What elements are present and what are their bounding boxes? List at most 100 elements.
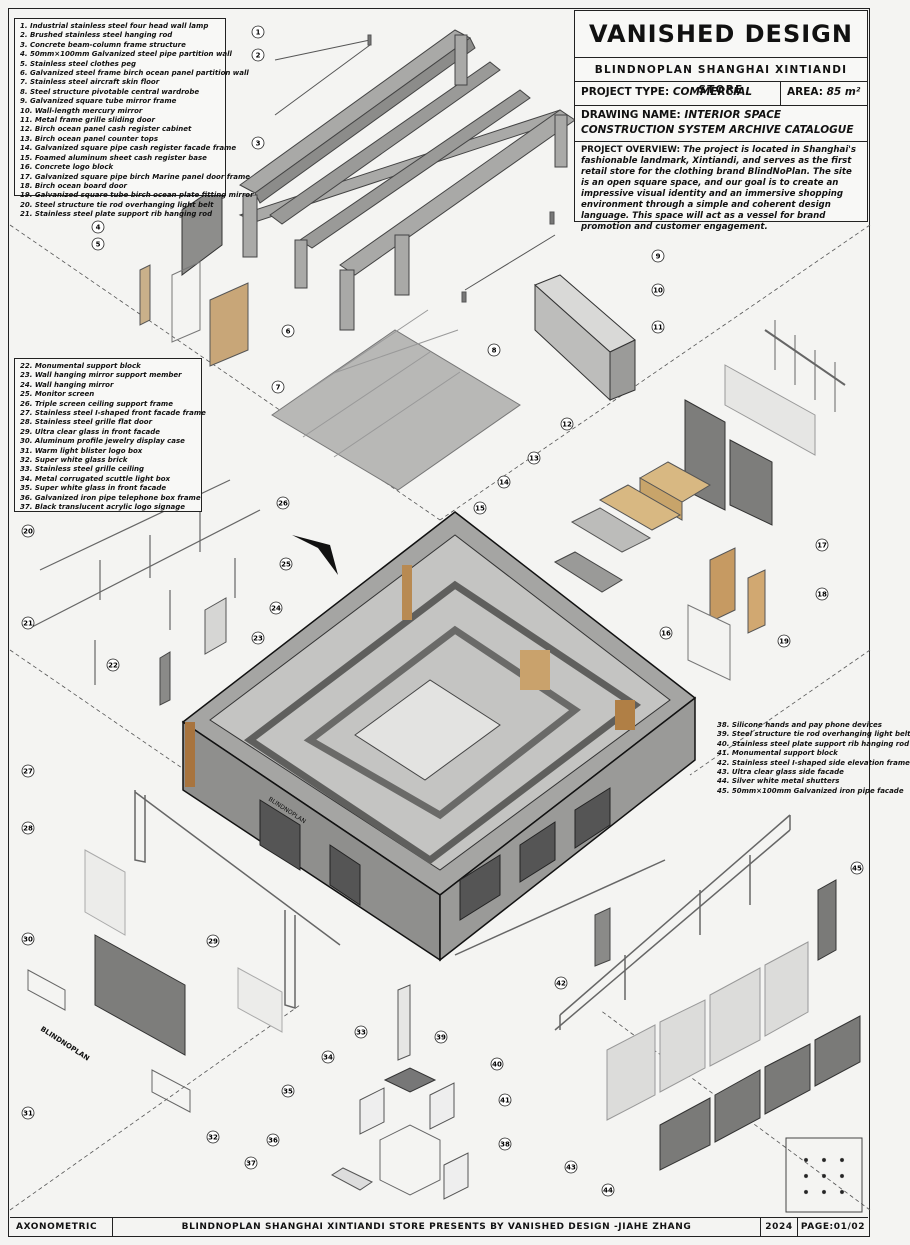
- callout-circle: [487, 343, 501, 357]
- callout-number: 7: [276, 383, 281, 391]
- legend-item: 27. Stainless steel I-shaped front facad…: [20, 409, 206, 418]
- store-axonometric: BLINDNOPLAN: [181, 511, 697, 962]
- callout-number: 31: [23, 1109, 33, 1117]
- legend-item: 31. Warm light blister logo box: [20, 446, 143, 455]
- callout-number: 30: [23, 935, 33, 943]
- callout-circle: [659, 626, 673, 640]
- legend-item: 2. Brushed stainless steel hanging rod: [20, 31, 173, 40]
- callout-number: 17: [817, 541, 827, 549]
- legend-block-3: 38. Silicone hands and pay phone devices…: [712, 718, 910, 798]
- callout-circle: [498, 1137, 512, 1151]
- callout-circle: [560, 417, 574, 431]
- legend-item: 36. Galvanized iron pipe telephone box f…: [20, 493, 201, 502]
- callout-circle: [21, 764, 35, 778]
- drawing-frame: [8, 8, 870, 1237]
- project-overview: PROJECT OVERVIEW: The project is located…: [581, 145, 857, 232]
- callout-circle: [527, 451, 541, 465]
- callout-circle: [554, 976, 568, 990]
- central-wardrobe: [534, 274, 636, 402]
- legend-item: 35. Super white glass in front facade: [20, 484, 167, 493]
- callout-circle: [473, 501, 487, 515]
- side-glass: [606, 941, 809, 1121]
- callout-circle: [498, 1093, 512, 1107]
- callout-number: 40: [492, 1060, 502, 1068]
- cash-register: [553, 461, 712, 593]
- callout-circle: [251, 25, 265, 39]
- view-label: AXONOMETRIC: [10, 1218, 113, 1236]
- callout-circle: [279, 557, 293, 571]
- callout-circle: [276, 496, 290, 510]
- legend-item: 7. Stainless steel aircraft skin floor: [20, 78, 160, 87]
- legend-item: 38. Silicone hands and pay phone devices: [717, 721, 882, 729]
- mirror-assembly: [684, 320, 846, 526]
- legend-item: 28. Stainless steel grille flat door: [20, 418, 153, 427]
- callout-number: 22: [108, 661, 118, 669]
- callout-circle: [271, 380, 285, 394]
- legend-item: 9. Galvanized square tube mirror frame: [20, 97, 177, 106]
- telephone-box: [331, 984, 469, 1200]
- callout-number: 34: [323, 1053, 333, 1061]
- legend-item: 19. Galvanized square tube birch ocean p…: [20, 191, 254, 200]
- callout-circle: [21, 1106, 35, 1120]
- callout-number: 24: [271, 604, 281, 612]
- monitor-screen: [292, 535, 338, 575]
- legend-item: 26. Triple screen ceiling support frame: [20, 399, 173, 408]
- support-block-2: [594, 907, 611, 967]
- legend-item: 16. Concrete logo block: [20, 163, 114, 172]
- callout-number: 33: [356, 1028, 366, 1036]
- front-glass: [237, 967, 283, 1033]
- jewelry-case-1: [27, 969, 66, 1011]
- callout-number: 9: [656, 252, 661, 260]
- callout-number: 2: [256, 51, 261, 59]
- legend-item: 5. Stainless steel clothes peg: [20, 59, 137, 68]
- callout-circle: [564, 1160, 578, 1174]
- callout-number: 36: [268, 1136, 278, 1144]
- callout-number: 18: [817, 590, 827, 598]
- callout-number: 45: [852, 864, 862, 872]
- area: AREA: 85 m²: [787, 86, 861, 98]
- legend-item: 3. Concrete beam-column frame structure: [20, 40, 186, 49]
- callout-circle: [651, 320, 665, 334]
- callout-circle: [281, 324, 295, 338]
- brand-title: VANISHED DESIGN: [575, 11, 867, 58]
- callout-circle: [206, 934, 220, 948]
- callout-number: 39: [436, 1033, 446, 1041]
- plan-thumbnail: [785, 1137, 863, 1213]
- legend-item: 6. Galvanized steel frame birch ocean pa…: [20, 69, 249, 78]
- callout-number: 4: [96, 223, 101, 231]
- callout-number: 42: [556, 979, 566, 987]
- wall-mirror: [204, 597, 227, 655]
- legend-item: 25. Monitor screen: [20, 390, 95, 399]
- callout-number: 37: [246, 1159, 256, 1167]
- legend-item: 20. Steel structure tie rod overhanging …: [20, 200, 214, 209]
- callout-number: 1: [256, 28, 261, 36]
- callout-circle: [21, 932, 35, 946]
- callout-number: 32: [208, 1133, 218, 1141]
- legend-item: 44. Silver white metal shutters: [717, 777, 840, 786]
- callout-number: 10: [653, 286, 663, 294]
- callout-circle: [434, 1030, 448, 1044]
- callout-number: 43: [566, 1163, 576, 1171]
- callout-circle: [490, 1057, 504, 1071]
- credit-line: BLINDNOPLAN SHANGHAI XINTIANDI STORE PRE…: [113, 1218, 761, 1236]
- drawing-name: DRAWING NAME: INTERIOR SPACE CONSTRUCTIO…: [575, 106, 867, 142]
- callout-number: 15: [475, 504, 485, 512]
- store-name: BLINDNOPLAN SHANGHAI XINTIANDI STORE: [575, 58, 867, 96]
- callout-circle: [91, 237, 105, 251]
- legend-item: 14. Galvanized square pipe cash register…: [20, 144, 237, 153]
- legend-item: 33. Stainless steel grille ceiling: [20, 465, 145, 474]
- callout-circle: [815, 538, 829, 552]
- callout-circle: [91, 220, 105, 234]
- project-type: PROJECT TYPE: COMMERCIAL: [575, 82, 781, 105]
- side-elevation-frame: [454, 814, 791, 1031]
- door-assembly: [687, 547, 766, 681]
- legend-item: 37. Black translucent acrylic logo signa…: [20, 503, 186, 512]
- callout-circle: [21, 821, 35, 835]
- legend-item: 29. Ultra clear glass in front facade: [20, 427, 160, 436]
- callout-circle: [281, 1084, 295, 1098]
- page-number: PAGE:01/02: [800, 1222, 866, 1232]
- callout-circle: [815, 587, 829, 601]
- legend-item: 10. Wall-length mercury mirror: [20, 106, 143, 115]
- callout-number: 29: [208, 937, 218, 945]
